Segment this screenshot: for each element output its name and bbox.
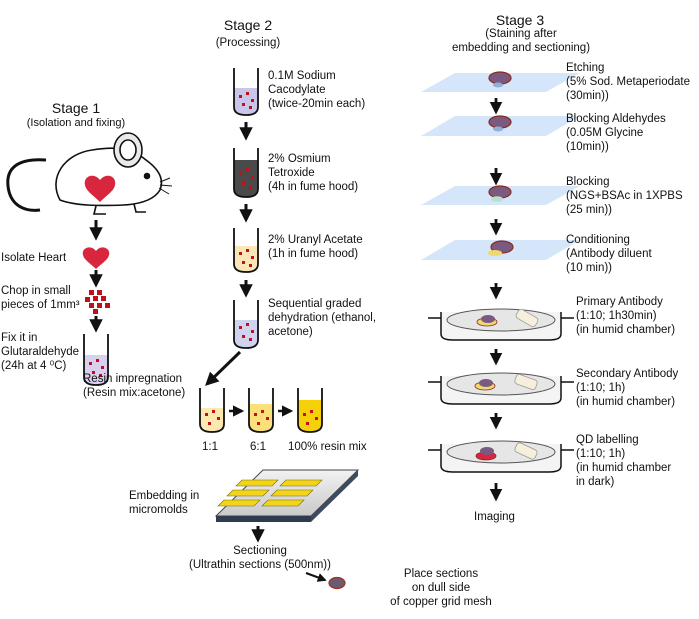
step-conditioning: Conditioning (Antibody diluent (10 min)) <box>566 234 652 274</box>
step-isolate-heart: Isolate Heart <box>1 252 67 264</box>
tube-dehydration <box>233 300 259 349</box>
step-cacodylate: 0.1M Sodium Cacodylate (twice-20min each… <box>268 70 366 110</box>
slide-blocking-aldehydes <box>421 115 580 136</box>
step-osmium: 2% Osmium Tetroxide (4h in fume hood) <box>268 153 359 193</box>
step-primary-antibody: Primary Antibody (1:10; 1h30min) (in hum… <box>576 296 676 336</box>
resin-tube-3 <box>297 388 323 433</box>
slide-blocking <box>421 185 580 205</box>
step-qd-labelling: QD labelling (1:10; 1h) (in humid chambe… <box>576 434 672 488</box>
tube-cacodylate <box>233 68 259 116</box>
step-resin-impregnation: Resin impregnation (Resin mix:acetone) <box>83 373 186 399</box>
stage3-title: Stage 3 <box>495 12 545 28</box>
ratio-1-1: 1:1 <box>202 441 218 453</box>
step-chop: Chop in small pieces of 1mm³ <box>1 285 80 311</box>
copper-grid-icon <box>328 576 346 590</box>
step-uranyl: 2% Uranyl Acetate (1h in fume hood) <box>268 234 363 260</box>
step-etching: Etching (5% Sod. Metaperiodate (30min)) <box>566 62 691 102</box>
mouse-illustration <box>6 132 173 215</box>
stage3-subtitle: (Staining after embedding and sectioning… <box>451 28 591 54</box>
slide-conditioning <box>421 240 580 260</box>
step-place-sections: Place sections on dull side of copper gr… <box>390 568 492 608</box>
slide-etching <box>421 71 580 92</box>
tissue-pieces <box>85 290 110 314</box>
tube-osmium <box>233 148 259 198</box>
resin-tube-2 <box>248 388 274 433</box>
stage1-title: Stage 1 <box>51 100 101 116</box>
stage2-title: Stage 2 <box>223 17 273 33</box>
step-sectioning: Sectioning (Ultrathin sections (500nm)) <box>189 545 331 571</box>
tube-uranyl <box>233 228 259 273</box>
humid-chamber-qd <box>428 440 574 473</box>
humid-chamber-primary <box>428 308 574 341</box>
step-imaging: Imaging <box>474 511 515 523</box>
step-blocking: Blocking (NGS+BSAc in 1XPBS (25 min)) <box>566 176 683 216</box>
heart-icon <box>84 175 116 202</box>
ratio-6-1: 6:1 <box>250 441 266 453</box>
step-dehydration: Sequential graded dehydration (ethanol, … <box>268 298 377 338</box>
step-fix: Fix it in Glutaraldehyde (24h at 4 ⁰C) <box>1 332 79 372</box>
heart-icon-small <box>82 247 110 269</box>
stage1-subtitle: (Isolation and fixing) <box>26 117 126 129</box>
step-secondary-antibody: Secondary Antibody (1:10; 1h) (in humid … <box>576 368 679 408</box>
ratio-100-resin: 100% resin mix <box>288 441 367 453</box>
step-embedding: Embedding in micromolds <box>129 490 200 516</box>
humid-chamber-secondary <box>428 372 574 405</box>
micromold-plate <box>214 469 360 522</box>
step-blocking-aldehydes: Blocking Aldehydes (0.05M Glycine (10min… <box>566 113 666 153</box>
resin-tube-1 <box>199 388 225 433</box>
fixation-tube <box>83 334 109 386</box>
stage2-subtitle: (Processing) <box>215 37 281 49</box>
